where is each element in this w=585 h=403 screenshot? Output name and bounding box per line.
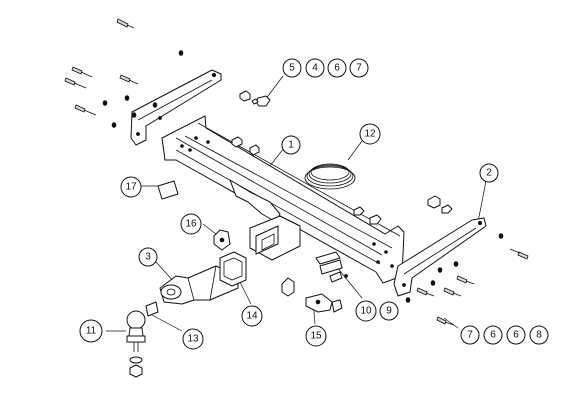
callout-1: 1 [281,135,301,155]
small-plate-13 [145,301,159,317]
callout-label: 7 [356,63,362,74]
wiring-coil [304,163,356,190]
callout-15: 15 [305,325,327,347]
cage-nuts-top [239,90,271,107]
callout-label: 6 [334,63,340,74]
callout-10: 10 [355,300,377,322]
callout-label: 2 [486,168,492,179]
callout-label: 6 [513,330,519,341]
callout-6c: 6 [506,325,526,345]
callout-label: 10 [360,306,372,317]
main-crossbar [161,115,405,284]
callout-label: 3 [145,252,151,263]
callout-6b: 6 [483,325,503,345]
right-side-bracket [393,217,487,297]
callout-label: 16 [185,219,197,230]
cage-nuts-centre [231,136,453,225]
label-plate [157,180,179,200]
socket-bracket [281,277,343,313]
callout-13: 13 [182,328,204,350]
callout-label: 7 [467,330,473,341]
callout-17: 17 [120,176,142,198]
callout-16: 16 [180,213,202,235]
callout-9: 9 [379,301,399,321]
crossbar-holes [180,136,394,268]
mounting-clip-16 [213,229,231,251]
spacer-parts [315,251,348,283]
callout-label: 6 [490,330,496,341]
receiver-insert [219,251,247,287]
callout-2: 2 [479,163,499,183]
callout-label: 4 [312,63,318,74]
callout-3: 3 [138,247,158,267]
callout-label: 1 [288,140,294,151]
callout-6a: 6 [327,58,347,78]
callout-label: 5 [289,63,295,74]
callout-label: 17 [125,182,137,193]
callout-label: 8 [536,330,542,341]
callout-12: 12 [359,123,381,145]
callout-8: 8 [529,325,549,345]
callout-7b: 7 [460,325,480,345]
callout-4: 4 [305,58,325,78]
tow-ball [126,310,146,378]
callout-label: 15 [310,331,322,342]
ball-carrier [159,265,239,305]
callout-5: 5 [282,58,302,78]
leader-lines [106,75,487,332]
left-side-bracket [130,69,222,146]
callout-label: 12 [364,129,376,140]
bolts-right [405,233,529,326]
callout-11: 11 [79,319,103,343]
bolts-upper-left [64,18,184,128]
callout-label: 13 [187,334,199,345]
callout-label: 9 [386,306,392,317]
callout-7a: 7 [349,58,369,78]
callout-label: 14 [246,311,258,322]
callout-14: 14 [241,305,263,327]
callout-label: 11 [86,326,97,337]
